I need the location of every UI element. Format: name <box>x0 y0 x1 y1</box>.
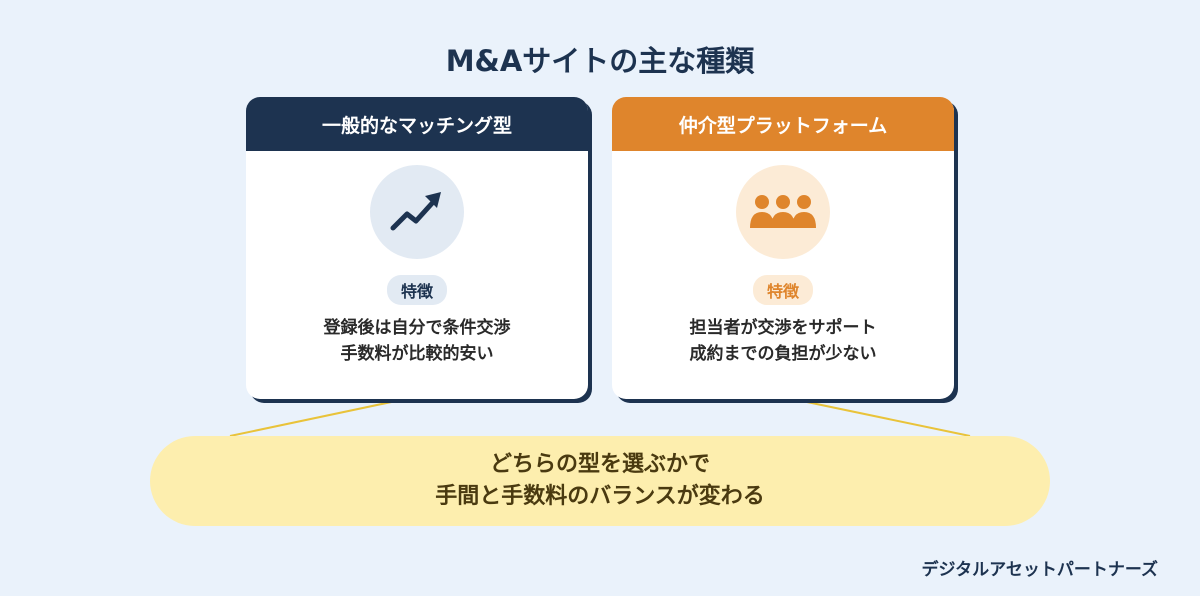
conclusion-box: どちらの型を選ぶかで 手間と手数料のバランスが変わる <box>150 436 1050 526</box>
icon-circle <box>736 165 830 259</box>
connector-line-right <box>782 396 971 437</box>
card-brokerage-type: 仲介型プラットフォーム 特徴 担当者が交渉をサポート 成約までの負担が少ない <box>612 97 954 399</box>
desc-line: 手数料が比較的安い <box>340 344 494 364</box>
card-header: 一般的なマッチング型 <box>246 97 588 151</box>
connector-line-left <box>229 396 416 437</box>
desc-line: 登録後は自分で条件交渉 <box>323 318 511 338</box>
desc-line: 担当者が交渉をサポート <box>689 318 877 338</box>
conclusion-line: どちらの型を選ぶかで <box>489 452 710 477</box>
desc-line: 成約までの負担が少ない <box>689 344 877 364</box>
people-group-icon <box>750 195 816 228</box>
card-description: 担当者が交渉をサポート 成約までの負担が少ない <box>612 315 954 367</box>
page-title: M&Aサイトの主な種類 <box>445 44 755 78</box>
card-header: 仲介型プラットフォーム <box>612 97 954 151</box>
feature-badge: 特徴 <box>386 275 448 305</box>
brand-name: デジタルアセットパートナーズ <box>921 560 1158 580</box>
icon-circle <box>370 165 464 259</box>
trend-up-icon <box>390 192 441 231</box>
feature-badge: 特徴 <box>752 275 814 305</box>
card-description: 登録後は自分で条件交渉 手数料が比較的安い <box>246 315 588 367</box>
conclusion-line: 手間と手数料のバランスが変わる <box>435 484 765 509</box>
card-matching-type: 一般的なマッチング型 特徴 登録後は自分で条件交渉 手数料が比較的安い <box>246 97 588 399</box>
